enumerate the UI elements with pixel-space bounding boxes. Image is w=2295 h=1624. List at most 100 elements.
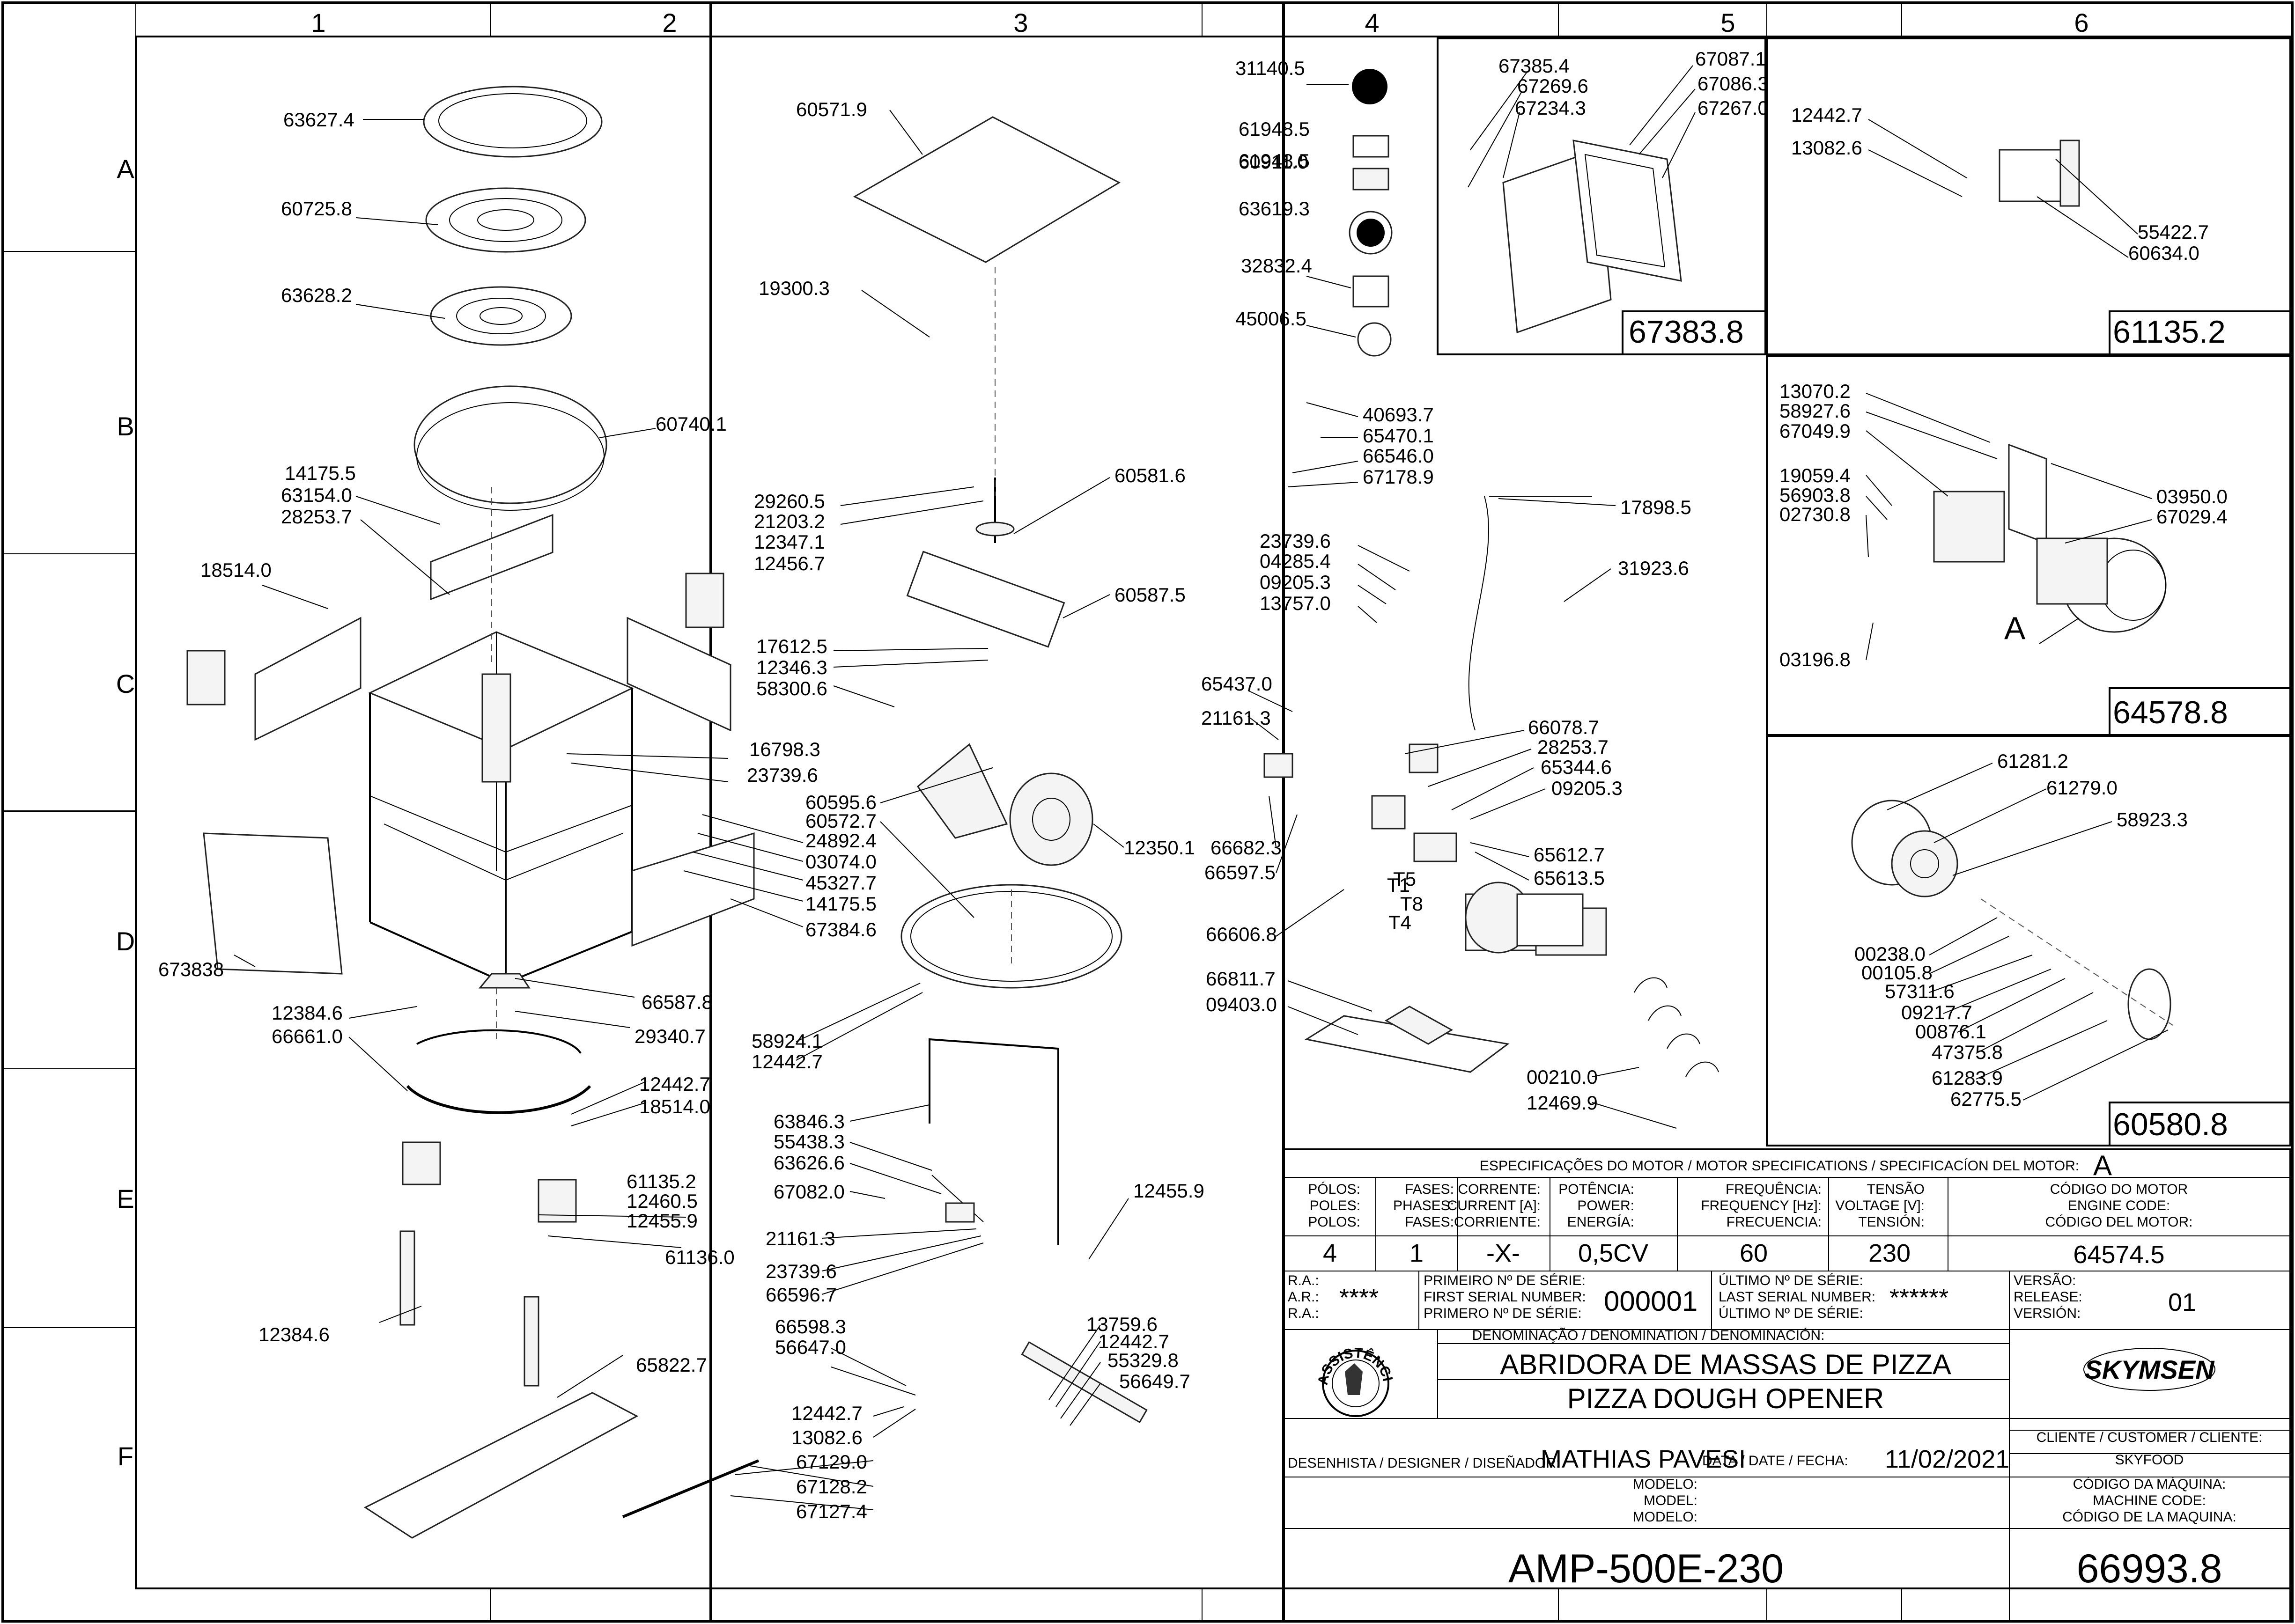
part-callout: 57311.6 — [1885, 980, 1955, 1002]
first-serial-label: PRIMEIRO Nº DE SÉRIE: — [1424, 1273, 1586, 1288]
row-label: D — [116, 926, 135, 956]
frequency-label: FRECUENCIA: — [1727, 1214, 1822, 1230]
part-callout: 17898.5 — [1620, 496, 1691, 518]
ra-label: A.R.: — [1288, 1289, 1319, 1305]
part-callout: 61135.2 — [627, 1170, 696, 1192]
part-callout: 63619.3 — [1239, 198, 1310, 220]
subassembly-code: 64578.8 — [2113, 695, 2228, 730]
part-callout: 60740.1 — [656, 413, 727, 435]
column-label: 4 — [1365, 8, 1379, 37]
part-callout: 12456.7 — [754, 552, 825, 574]
phases-label: FASES: — [1405, 1182, 1454, 1197]
authorized-service-seal: ASSISTÊNCIA TÉCNICA AUTORIZADA — [0, 0, 1395, 1417]
part-callout: 60911.0 — [1239, 151, 1308, 173]
motor-code-value: 64574.5 — [2073, 1241, 2164, 1269]
drive-motor — [1465, 882, 1584, 954]
terminal-t8: T8 — [1400, 893, 1423, 915]
model-label: MODEL: — [1644, 1493, 1697, 1508]
subassembly-code: 60580.8 — [2113, 1107, 2228, 1142]
column-label: 2 — [662, 8, 677, 37]
phases-value: 1 — [1409, 1239, 1424, 1267]
part-callout: 62775.5 — [1950, 1088, 2022, 1110]
power-value: 0,5CV — [1578, 1239, 1648, 1267]
part-callout: 67384.6 — [805, 919, 877, 941]
part-callout: 31140.5 — [1235, 57, 1305, 79]
part-callout: 45006.5 — [1235, 308, 1306, 330]
part-callout: 67129.0 — [796, 1451, 867, 1473]
part-callout: 12346.3 — [756, 656, 827, 678]
current-label: CORRENTE: — [1458, 1182, 1541, 1197]
part-callout: 67178.9 — [1363, 466, 1434, 488]
part-callout: 56647.0 — [775, 1336, 846, 1358]
part-callout: 63626.6 — [774, 1152, 845, 1174]
frequency-label: FREQUENCY [Hz]: — [1701, 1198, 1822, 1213]
customer-value: SKYFOOD — [2115, 1452, 2184, 1468]
pulley-group — [1851, 800, 2173, 1040]
motor-spec-value: A — [2093, 1150, 2112, 1181]
part-callout: 60725.8 — [281, 198, 352, 220]
poles-label: POLES: — [1310, 1198, 1360, 1213]
ra-label: R.A.: — [1288, 1306, 1319, 1321]
part-callout: 09205.3 — [1260, 571, 1331, 593]
machine-code-label: CÓDIGO DA MÁQUINA: — [2073, 1477, 2226, 1492]
row-label: B — [117, 412, 134, 441]
column-label: 3 — [1013, 8, 1028, 37]
part-callout: 58927.6 — [1779, 400, 1851, 422]
part-callout: 24892.4 — [805, 830, 877, 852]
part-callout: 12469.9 — [1527, 1092, 1598, 1114]
part-callout: 12442.7 — [639, 1073, 710, 1095]
part-callout: 18514.0 — [200, 559, 272, 581]
part-callout: 12442.7 — [1098, 1330, 1169, 1352]
part-callout: 61948.5 — [1239, 118, 1310, 140]
date-value: 11/02/2021 — [1885, 1445, 2009, 1473]
part-callout: 58300.6 — [756, 677, 827, 699]
current-label: CURRENT [A]: — [1447, 1198, 1541, 1213]
part-callout: 31923.6 — [1618, 557, 1689, 579]
phases-label: FASES: — [1405, 1214, 1454, 1230]
power-label: POTÊNCIA: — [1558, 1182, 1634, 1197]
part-callout: 56903.8 — [1779, 484, 1851, 506]
callout-leaders — [234, 65, 2169, 1510]
assembly-axes — [491, 267, 1012, 1039]
first-serial-label: PRIMERO Nº DE SÉRIE: — [1424, 1306, 1582, 1321]
machine-code-label: CÓDIGO DE LA MAQUINA: — [2062, 1509, 2236, 1525]
part-callout: 00210.0 — [1527, 1066, 1598, 1088]
ra-label: R.A.: — [1288, 1273, 1319, 1288]
part-callout: 18514.0 — [639, 1095, 710, 1117]
part-callout: 65437.0 — [1201, 673, 1272, 695]
part-callout: 65470.1 — [1363, 425, 1434, 447]
part-callout: 14175.5 — [285, 462, 356, 484]
part-callout: 66811.7 — [1206, 968, 1276, 990]
ra-cell: R.A.: A.R.: R.A.: **** — [1288, 1273, 1379, 1321]
part-callout: 61283.9 — [1932, 1067, 2003, 1089]
seal-text: ASSISTÊNCIA TÉCNICA AUTORIZADA — [0, 0, 1395, 1386]
version-cell: VERSÃO: RELEASE: VERSIÓN: 01 — [2014, 1272, 2196, 1321]
part-callout: 67269.6 — [1517, 75, 1588, 97]
view-letter: A — [2004, 610, 2026, 646]
part-callout: 32832.4 — [1241, 255, 1312, 277]
part-callout: 12384.6 — [258, 1323, 330, 1345]
part-callout: 21161.3 — [1201, 707, 1271, 729]
part-callout: 63846.3 — [774, 1110, 845, 1132]
base-plate-and-ring — [363, 1029, 639, 1539]
part-callout: 67087.1 — [1695, 48, 1766, 70]
part-callout: 67086.3 — [1697, 73, 1769, 95]
discs-stack — [413, 86, 607, 511]
part-callout: 67082.0 — [774, 1181, 845, 1203]
current-cell: CORRENTE: CURRENT [A]: CORRIENTE: -X- — [1447, 1182, 1541, 1267]
row-label: A — [117, 154, 134, 184]
model-value: AMP-500E-230 — [1508, 1546, 1784, 1591]
part-callout: 29260.5 — [754, 490, 825, 512]
power-label: POWER: — [1577, 1198, 1634, 1213]
part-callout: 17612.5 — [756, 635, 827, 657]
last-serial-label: LAST SERIAL NUMBER: — [1719, 1289, 1875, 1305]
frequency-label: FREQUÊNCIA: — [1726, 1182, 1822, 1197]
part-callout: 66587.8 — [642, 991, 713, 1013]
poles-cell: PÓLOS: POLES: POLOS: 4 — [1308, 1182, 1360, 1267]
part-callout: 61948.5 — [1239, 150, 1310, 172]
first-serial-cell: PRIMEIRO Nº DE SÉRIE: FIRST SERIAL NUMBE… — [1424, 1273, 1697, 1321]
denomination-label: DENOMINAÇÃO / DENOMINATION / DENOMINACIÓ… — [1472, 1327, 1825, 1343]
